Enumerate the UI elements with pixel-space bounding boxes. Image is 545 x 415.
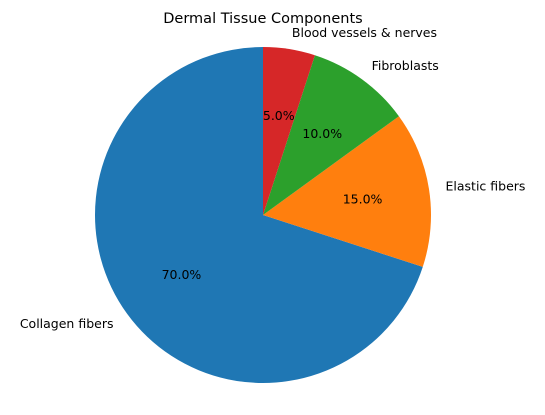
percent-label-fibroblasts: 10.0% [302,126,342,141]
percent-label-blood-vessels-nerves: 5.0% [263,108,295,123]
percent-label-collagen-fibers: 70.0% [162,267,202,282]
percent-label-elastic-fibers: 15.0% [343,192,383,207]
pie-slices [95,47,431,383]
category-label-blood-vessels-nerves: Blood vessels & nerves [292,25,437,40]
pie-slice-blood-vessels-nerves [263,47,315,215]
pie-slice-elastic-fibers [263,116,431,267]
chart-title: Dermal Tissue Components [163,11,362,27]
category-label-elastic-fibers: Elastic fibers [446,179,526,194]
category-labels: Collagen fibers Elastic fibers Fibroblasts… [20,25,526,331]
pie-slice-fibroblasts [263,55,399,215]
pie-slice-collagen-fibers [95,47,423,383]
percent-labels: 70.0% 15.0% 10.0% 5.0% [162,108,383,282]
category-label-fibroblasts: Fibroblasts [372,58,439,73]
category-label-collagen-fibers: Collagen fibers [20,316,114,331]
